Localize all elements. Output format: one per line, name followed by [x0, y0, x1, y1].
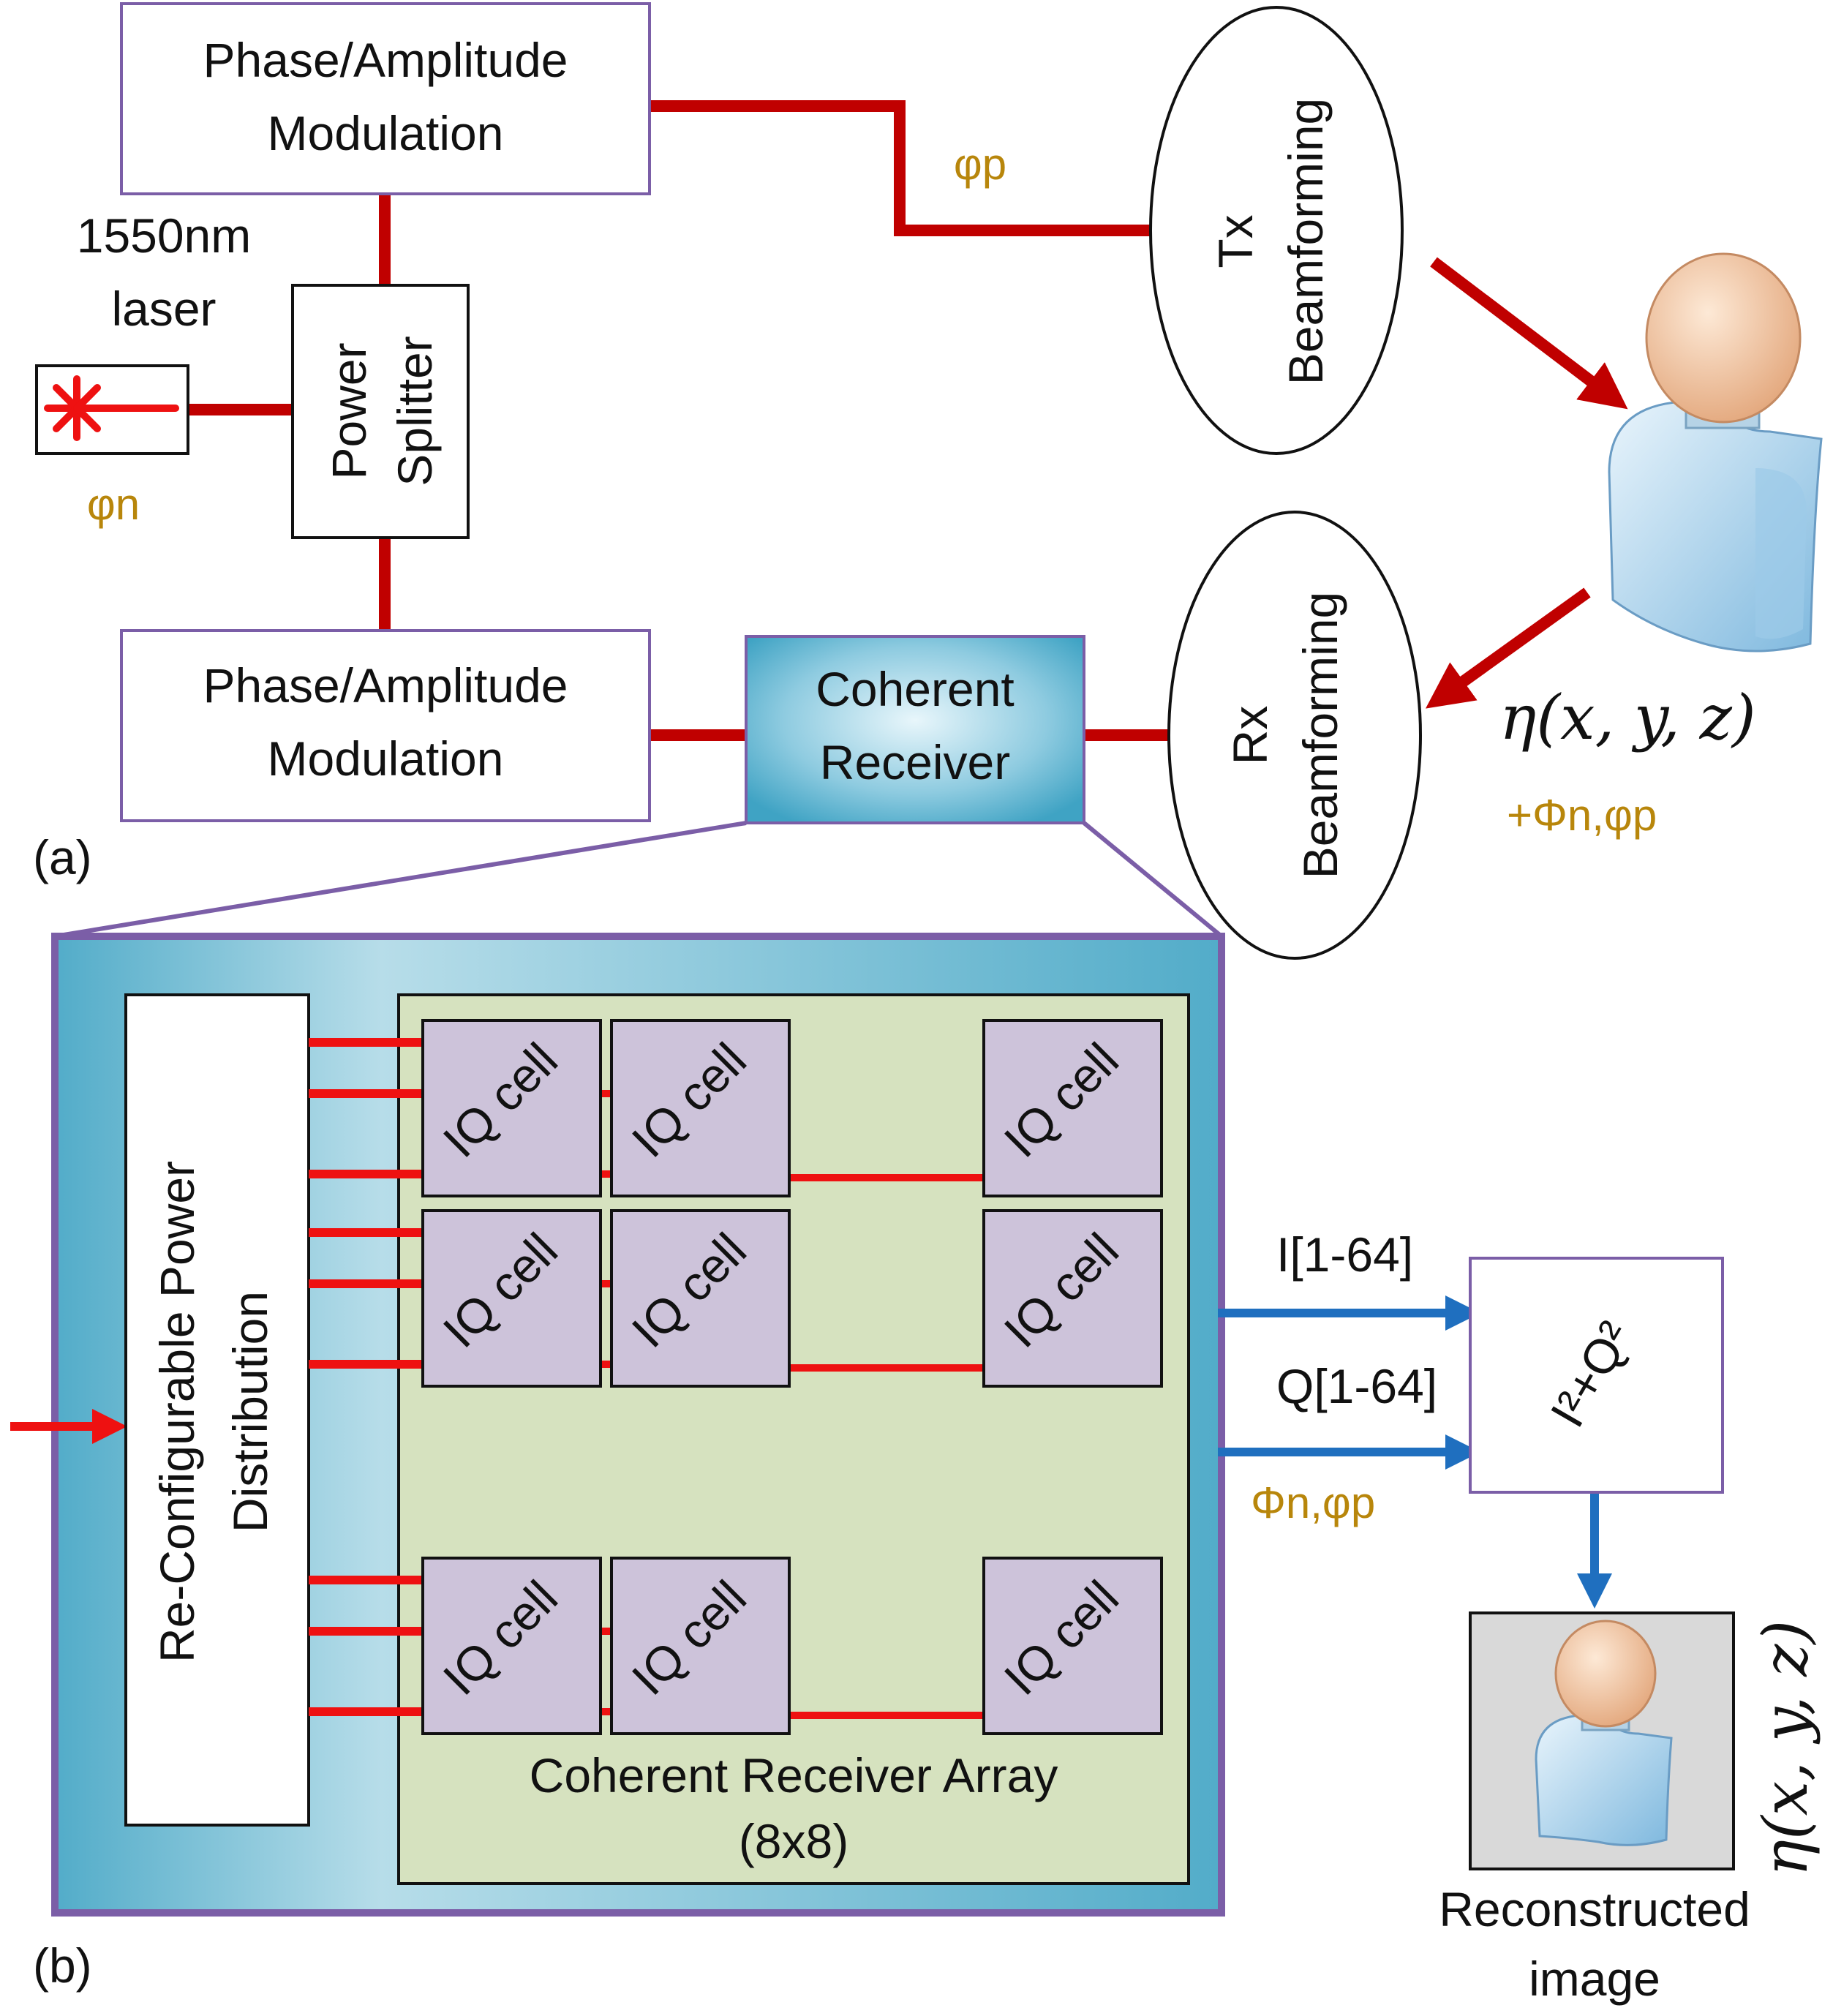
output-phase-label: Φn,φp — [1251, 1478, 1375, 1527]
iq-cell: IQ cell — [421, 1209, 602, 1388]
rx-line2: Beamforming — [1293, 592, 1347, 879]
splitter-line2: Splitter — [388, 336, 442, 486]
splitter-line1: Power — [322, 342, 376, 479]
i-output-label: I[1-64] — [1276, 1227, 1413, 1282]
iq-cell: IQ cell — [421, 1557, 602, 1735]
power-distribution-box: Re-Configurable Power Distribution — [124, 993, 310, 1827]
modulation-bottom-line1: Phase/Amplitude — [203, 658, 568, 712]
tx-phase: φp — [954, 140, 1006, 189]
laser-label-line1: 1550nm — [77, 208, 252, 263]
coherent-receiver-line1: Coherent — [816, 662, 1015, 716]
tx-line2: Beamforming — [1279, 98, 1333, 385]
reconstructed-image: Reconstructed image — [1439, 1611, 1750, 2006]
output-arrows — [1218, 1295, 1612, 1609]
target-person-icon — [1608, 252, 1823, 652]
panel-a-label: (a) — [33, 830, 92, 884]
power-splitter: Power Splitter — [291, 284, 470, 539]
laser: 1550nm laser φn — [35, 208, 252, 529]
tx-line1: Tx — [1208, 214, 1262, 268]
iq-cell: IQ cell — [982, 1557, 1163, 1735]
tx-beamforming: Tx Beamforming — [1149, 6, 1404, 455]
laser-label-line2: laser — [111, 282, 216, 336]
laser-star-icon — [44, 375, 179, 441]
coherent-receiver: Coherent Receiver — [745, 635, 1085, 824]
rx-beamforming: Rx Beamforming — [1167, 511, 1422, 960]
reconstructed-line2: image — [1529, 1952, 1660, 2006]
rx-line1: Rx — [1223, 706, 1277, 765]
fiber-connections-a — [188, 100, 1628, 741]
modulation-bottom-line2: Modulation — [268, 731, 504, 786]
distribution-line2: Distribution — [223, 1291, 277, 1532]
reconstructed-person-icon — [1535, 1620, 1673, 1846]
iq-cell: IQ cell — [610, 1019, 791, 1197]
coherent-receiver-line2: Receiver — [820, 735, 1010, 789]
q-output-label: Q[1-64] — [1276, 1359, 1437, 1413]
iq-cell-grid: IQ cell IQ cell IQ cell IQ cell IQ cell … — [421, 1019, 1163, 1735]
distribution-line1: Re-Configurable Power — [150, 1161, 204, 1663]
inter-cell-lines — [601, 1090, 984, 1719]
modulation-box-top: Phase/Amplitude Modulation — [120, 2, 651, 195]
modulation-top-line2: Modulation — [268, 106, 504, 160]
array-line1: Coherent Receiver Array — [530, 1748, 1058, 1802]
distribution-feed-lines — [309, 1038, 423, 1716]
modulation-top-line1: Phase/Amplitude — [203, 33, 568, 87]
modulation-box-bottom: Phase/Amplitude Modulation — [120, 629, 651, 822]
array-line2: (8x8) — [739, 1814, 848, 1868]
iq-cell: IQ cell — [610, 1209, 791, 1388]
zoom-lines — [54, 821, 1223, 939]
iq-cell: IQ cell — [421, 1019, 602, 1197]
magnitude-box: I²+Q² — [1469, 1257, 1724, 1494]
panel-b-label: (b) — [33, 1938, 92, 1993]
target-eta: η(x, y, z) — [1499, 682, 1756, 753]
iq-cell: IQ cell — [982, 1019, 1163, 1197]
iq-cell: IQ cell — [610, 1557, 791, 1735]
iq-cell: IQ cell — [982, 1209, 1163, 1388]
reconstructed-eta: η(x, y, z) — [1750, 1620, 1821, 1877]
reconstructed-line1: Reconstructed — [1439, 1882, 1750, 1936]
target-phase: +Φn,φp — [1507, 791, 1657, 840]
laser-phase: φn — [87, 480, 140, 529]
